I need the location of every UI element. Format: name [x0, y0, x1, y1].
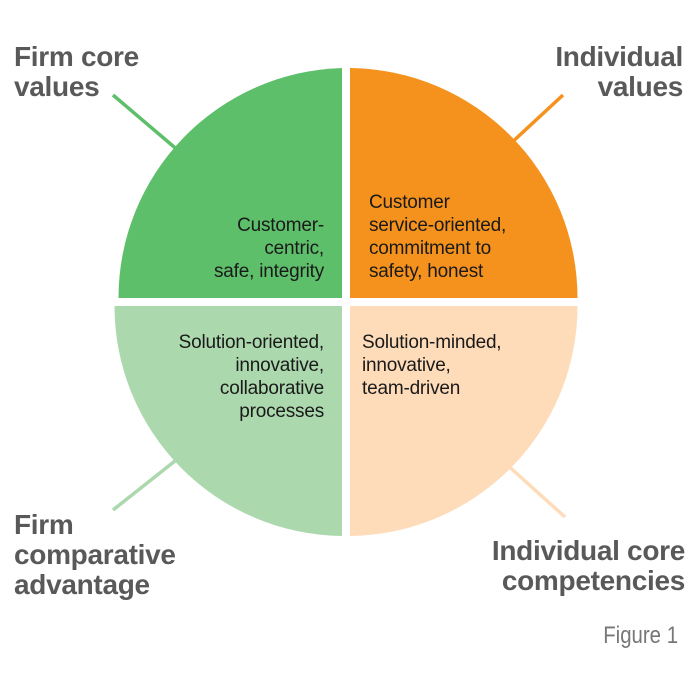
quadrant-text-firm-comparative-advantage: Solution-oriented, innovative, collabora…: [178, 331, 325, 423]
label-line: Firm: [14, 509, 74, 540]
label-line: competencies: [501, 565, 685, 596]
quadrant-individual-core-competencies: [350, 306, 578, 536]
quadrant-text-line: safety, honest: [369, 261, 484, 282]
quadrant-text-line: Customer-: [237, 215, 324, 236]
figure-label: Figure 1: [603, 622, 678, 649]
label-line: advantage: [14, 569, 150, 600]
quadrant-text-individual-core-competencies: Solution-minded, innovative, team-driven: [362, 331, 502, 400]
label-line: values: [597, 71, 684, 102]
label-individual-values: Individual values: [555, 42, 683, 102]
quadrant-firm-comparative-advantage: [114, 306, 342, 536]
connector-bottom-left: [111, 455, 182, 512]
connector-bottom-right: [503, 461, 567, 519]
quadrant-text-line: service-oriented,: [369, 215, 507, 236]
quadrant-individual-values: [350, 68, 578, 298]
quadrant-text-line: Solution-oriented,: [178, 332, 325, 353]
quadrant-text-line: processes: [239, 401, 324, 422]
quadrant-text-line: team-driven: [362, 378, 461, 399]
quadrant-text-line: commitment to: [369, 238, 491, 259]
label-line: Individual core: [491, 535, 685, 566]
quadrant-text-line: innovative,: [362, 355, 451, 376]
label-line: Firm core: [14, 41, 139, 72]
label-firm-comparative-advantage: Firm comparative advantage: [14, 510, 176, 600]
connector-top-right: [506, 93, 565, 148]
label-line: Individual: [555, 41, 683, 72]
quadrant-text-line: safe, integrity: [214, 261, 324, 282]
quadrant-text-firm-core-values: Customer- centric, safe, integrity: [214, 214, 324, 283]
quadrant-text-line: collaborative: [219, 378, 324, 399]
connector-top-left: [111, 93, 182, 154]
quadrant-text-individual-values: Customer service-oriented, commitment to…: [369, 191, 506, 283]
quadrant-text-line: Customer: [369, 192, 450, 213]
label-line: comparative: [14, 539, 176, 570]
label-firm-core-values: Firm core values: [14, 42, 139, 102]
label-individual-core-competencies: Individual core competencies: [492, 536, 685, 596]
quadrant-text-line: Solution-minded,: [362, 332, 502, 353]
quadrant-text-line: centric,: [264, 238, 324, 259]
quadrant-firm-core-values: [118, 68, 342, 298]
quadrant-text-line: innovative,: [235, 355, 324, 376]
label-line: values: [14, 71, 100, 102]
